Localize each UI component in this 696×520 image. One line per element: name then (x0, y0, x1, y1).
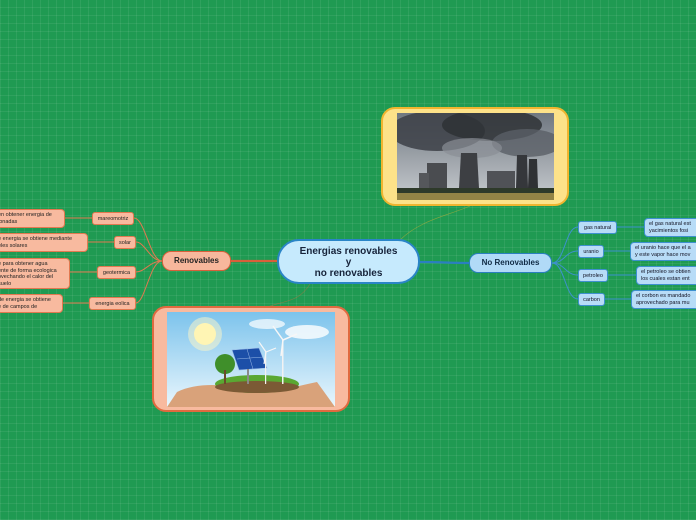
subtopic-uranio[interactable]: uranio (578, 245, 604, 258)
subtopic-mareomotriz[interactable]: mareomotriz (92, 212, 134, 225)
renovables-branch[interactable]: Renovables (162, 251, 231, 271)
subtopic-solar[interactable]: solar (114, 236, 136, 249)
subtopic-energia-eolica[interactable]: energia eolica (89, 297, 136, 310)
no-renovables-branch[interactable]: No Renovables (469, 253, 552, 273)
power-plant-image (397, 113, 554, 200)
description-uranio[interactable]: el uranio hace que el a y este vapor hac… (630, 242, 696, 261)
description-carbon[interactable]: el corbon es mandado aprovechado para mu (631, 290, 696, 309)
description-mareomotriz[interactable]: en obtener energia de ionadas (0, 209, 65, 228)
subtopic-geotermica[interactable]: geotermica (97, 266, 136, 279)
subtopic-petroleo[interactable]: petroleo (578, 269, 608, 282)
renewable-energy-image (167, 312, 335, 407)
description-energia-eolica[interactable]: de energia se obtiene e de campos de (0, 294, 63, 313)
subtopic-carbon[interactable]: carbon (578, 293, 605, 306)
description-gas-natural[interactable]: el gas natural est yacimientos fosi (644, 218, 696, 237)
description-petroleo[interactable]: el petroleo se obtien los cuales estan e… (636, 266, 696, 285)
subtopic-gas-natural[interactable]: gas natural (578, 221, 617, 234)
central-topic[interactable]: Energias renovables y no renovables (277, 239, 420, 284)
